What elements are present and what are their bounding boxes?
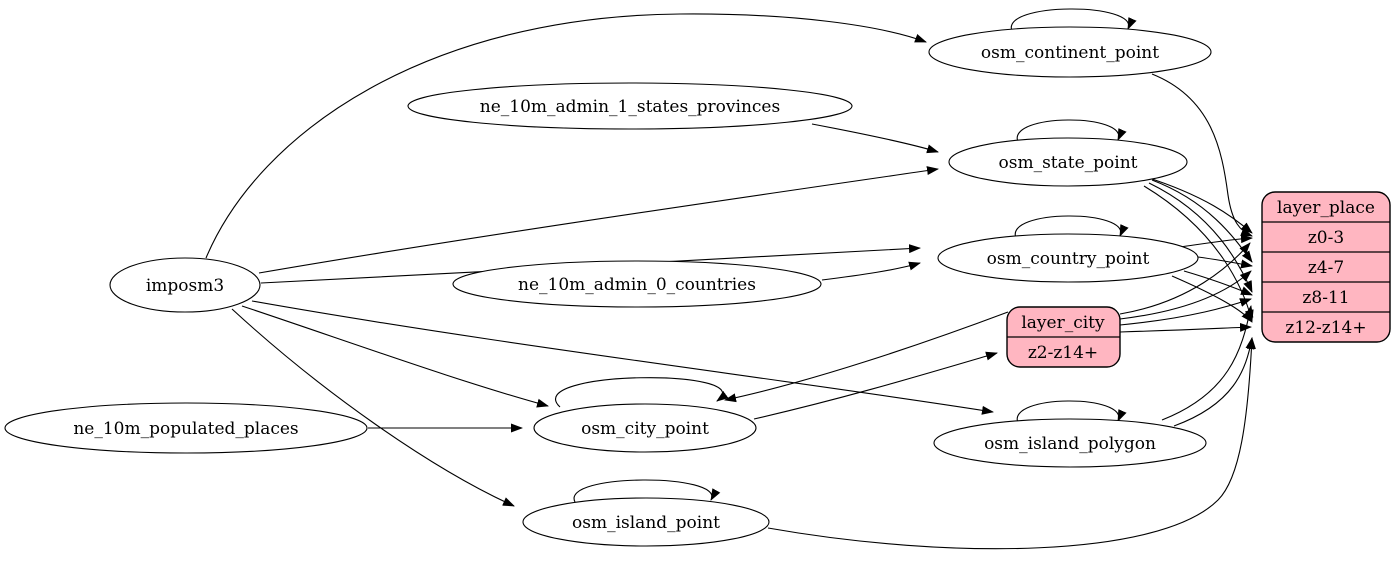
edge-imposm3-osm_state_point	[258, 166, 939, 274]
osm_city_point-label: osm_city_point	[581, 419, 709, 439]
selfloop-osm_island_polygon	[1016, 400, 1127, 424]
layer_place-row-z4-7: z4-7	[1308, 258, 1344, 278]
osm_city_point-shape	[533, 403, 757, 453]
selfloop-osm_country_point	[1014, 215, 1129, 239]
layer_place-box	[1261, 191, 1391, 343]
node-osm_state_point: osm_state_point	[948, 137, 1188, 187]
node-osm_city_point: osm_city_point	[533, 403, 757, 453]
edge-osm_island_polygon-layer_place-z8-11	[1161, 305, 1254, 421]
record-layer_city: layer_city z2-z14+	[1006, 306, 1121, 368]
edge-imposm3-osm_continent_point	[205, 13, 927, 259]
osm_island_point-label: osm_island_point	[572, 513, 720, 533]
edge-osm_country_point-layer_place-z8-11	[1183, 270, 1253, 296]
selfloop-osm_state_point	[1016, 119, 1127, 143]
edge-osm_state_point-layer_place-z8-11	[1148, 182, 1253, 293]
node-ne_10m_admin_1_states_provinces: ne_10m_admin_1_states_provinces	[407, 82, 853, 130]
edge-osm_state_point-layer_place-z0-3	[1145, 176, 1253, 234]
osm_island_polygon-shape	[933, 418, 1207, 468]
edge-osm_city_point-layer_city-z2-z14	[753, 351, 998, 420]
ne_10m_admin_0_countries-label: ne_10m_admin_0_countries	[518, 275, 756, 295]
osm_country_point-label: osm_country_point	[987, 249, 1150, 269]
edge-layer_city-osm_city_point	[724, 311, 1009, 403]
osm_continent_point-label: osm_continent_point	[981, 43, 1159, 63]
edge-group	[205, 8, 1256, 550]
ne_10m_populated_places-shape	[4, 402, 368, 454]
edge-layer_city-layer_place-z4-7	[1119, 270, 1252, 320]
node-osm_island_polygon: osm_island_polygon	[933, 418, 1207, 468]
node-ne_10m_admin_0_countries: ne_10m_admin_0_countries	[452, 260, 822, 308]
edge-osm_island_polygon-layer_place-z12-z14	[1173, 337, 1255, 427]
ne_10m_populated_places-label: ne_10m_populated_places	[73, 419, 298, 439]
edge-ne_10m_admin_1_states_provinces-osm_state_point	[811, 123, 939, 154]
osm_state_point-label: osm_state_point	[999, 153, 1138, 173]
edge-layer_city-layer_place-z0-3	[1119, 242, 1251, 315]
node-osm_continent_point: osm_continent_point	[928, 26, 1212, 78]
node-osm_island_point: osm_island_point	[522, 497, 770, 547]
layer_city-title: layer_city	[1021, 313, 1105, 333]
node-imposm3: imposm3	[109, 257, 261, 313]
layer_place-row-z12-z14: z12-z14+	[1285, 318, 1366, 338]
osm_country_point-shape	[937, 233, 1199, 283]
node-osm_country_point: osm_country_point	[937, 233, 1199, 283]
layer_place-row-z8-11: z8-11	[1302, 288, 1349, 308]
edge-osm_country_point-layer_place-z4-7	[1197, 256, 1253, 269]
layer_place-row-z0-3: z0-3	[1308, 228, 1344, 248]
record-layer_place: layer_place z0-3 z4-7 z8-11 z12-z14+	[1261, 191, 1391, 343]
imposm3-shape	[109, 257, 261, 313]
layer_city-row-z2-z14: z2-z14+	[1028, 343, 1098, 363]
selfloop-osm_continent_point	[1010, 8, 1137, 32]
selfloop-osm_city_point	[555, 377, 729, 408]
imposm3-label: imposm3	[146, 276, 224, 296]
osm_island_polygon-label: osm_island_polygon	[984, 434, 1156, 454]
edge-imposm3-osm_island_polygon	[251, 300, 994, 415]
node-ne_10m_populated_places: ne_10m_populated_places	[4, 402, 368, 454]
edge-ne_10m_admin_0_countries-osm_country_point	[821, 261, 921, 281]
edge-osm_country_point-layer_place-z0-3	[1179, 234, 1253, 248]
edge-imposm3-osm_city_point	[241, 305, 549, 408]
ne_10m_admin_1_states_provinces-label: ne_10m_admin_1_states_provinces	[480, 97, 780, 117]
ne_10m_admin_0_countries-shape	[452, 260, 822, 308]
osm_continent_point-shape	[928, 26, 1212, 78]
layer_place-title: layer_place	[1277, 198, 1375, 218]
edge-osm_continent_point-layer_place-z0-3	[1151, 73, 1253, 237]
ne_10m_admin_1_states_provinces-shape	[407, 82, 853, 130]
osm_state_point-shape	[948, 137, 1188, 187]
selfloop-osm_island_point	[573, 479, 721, 503]
edge-layer_city-layer_place-z12-z14	[1119, 322, 1252, 333]
edge-osm_island_point-layer_place-z12-z14	[767, 337, 1256, 550]
edge-imposm3-osm_island_point	[231, 308, 515, 507]
edge-osm_country_point-layer_place-z12-z14	[1171, 275, 1253, 323]
edge-layer_city-layer_place-z8-11	[1119, 298, 1252, 326]
osm_island_point-shape	[522, 497, 770, 547]
